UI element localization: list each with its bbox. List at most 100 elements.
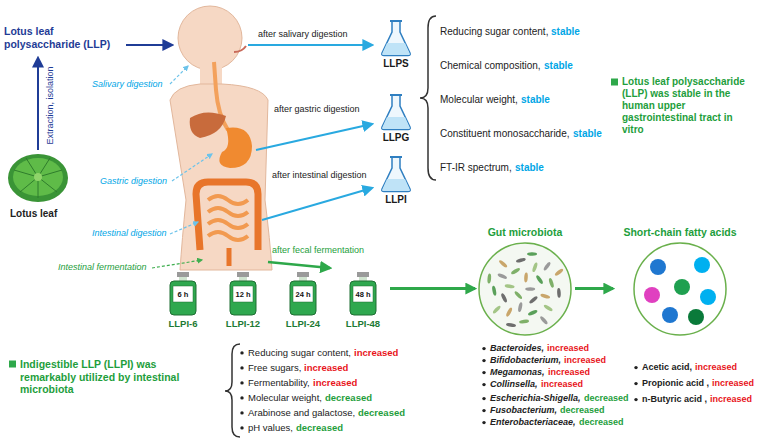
curly-bracket (225, 16, 436, 437)
status-text: increased (313, 377, 357, 388)
node-label: LLPS (383, 58, 409, 70)
bacterium-symbol (510, 267, 520, 275)
bullet-dot (482, 409, 485, 412)
label-text: Megamonas, (490, 367, 545, 378)
bottle-node: 12 hLLPI-12 (218, 272, 268, 329)
molecule-dot (688, 309, 704, 325)
node-label: LLPG (383, 132, 410, 144)
sample-arrow (262, 188, 372, 220)
bacterium-symbol (557, 287, 561, 297)
label-text: after fecal fermentation (272, 245, 364, 256)
flask-shape (390, 94, 402, 96)
bacterium-symbol (517, 302, 523, 313)
label-text: Fermentability, (248, 377, 310, 388)
label-text: Lotus leaf (10, 208, 57, 220)
flow-arrow (390, 287, 475, 290)
bacterium-symbol (519, 319, 529, 324)
bullet-dot (482, 397, 485, 400)
node-label: 12 h (235, 290, 250, 299)
molecule-dot (644, 287, 660, 303)
bacterium-symbol (498, 259, 508, 268)
human-body (227, 248, 232, 266)
bottle-shape (297, 272, 309, 277)
flask-shape (380, 20, 412, 56)
node-caption: LLPI-48 (346, 318, 380, 329)
bullet-dot (240, 351, 243, 354)
bacterium-symbol (505, 307, 513, 318)
status-text: increased (548, 367, 590, 378)
bottle-node: 6 hLLPI-6 (158, 272, 208, 329)
bottle-shape (299, 277, 307, 281)
molecule-dot (662, 307, 678, 323)
gut-shape (477, 241, 573, 337)
bacterium-symbol (506, 322, 516, 327)
bottle-shape (359, 277, 367, 281)
bottle-shape (293, 286, 313, 302)
lotus-leaf (8, 154, 68, 202)
status-text: stable (573, 128, 602, 140)
bacterium-symbol (500, 292, 508, 303)
bottle-shape (350, 281, 376, 315)
molecule-dot (700, 289, 716, 305)
node-label: 24 h (295, 290, 310, 299)
curly-bracket (420, 16, 436, 180)
flow-arrow (575, 287, 613, 290)
status-text: increased (564, 355, 606, 366)
flask-node: LLPI (376, 156, 416, 206)
label-text: Constituent monosaccharide, (440, 128, 570, 140)
label-text: after salivary digestion (258, 29, 348, 40)
flask-shape (390, 156, 402, 158)
bacterium-symbol (525, 287, 535, 291)
bacterium-symbol (492, 304, 502, 314)
bacterium-symbol (532, 262, 539, 273)
bacterium-symbol (543, 261, 552, 271)
label-text: Acetic acid, (642, 362, 692, 373)
status-text: increased (695, 362, 737, 373)
bullet-dot (240, 411, 243, 414)
intake-arrow (126, 44, 172, 46)
lotus-leaf (14, 158, 62, 198)
human-body (178, 6, 242, 70)
bacterium-symbol (543, 303, 553, 311)
flask-shape (380, 94, 412, 130)
bullet-dot (634, 366, 637, 369)
flask-shape (380, 156, 412, 192)
bullet-dot (240, 366, 243, 369)
molecule-dot (650, 259, 666, 275)
human-body (208, 196, 248, 240)
label-text: Escherichia-Shigella, (490, 393, 581, 404)
square-bullet (611, 79, 618, 86)
label-text: Chemical composition, (440, 60, 541, 72)
bottle-shape (170, 281, 196, 315)
bacterium-symbol (487, 273, 491, 283)
sample-arrow (248, 44, 372, 46)
flask-shape (390, 20, 402, 22)
status-text: decreased (560, 405, 605, 416)
bottle-shape (237, 272, 249, 277)
flask-shape (382, 117, 410, 129)
label-text: Salivary digestion (92, 79, 163, 90)
flask-shape (382, 43, 410, 55)
status-text: increased (541, 379, 583, 390)
curly-bracket (225, 344, 240, 437)
bacterium-symbol (554, 267, 564, 276)
bullet-dot (482, 383, 485, 386)
bacterium-symbol (504, 283, 514, 288)
bottle-shape (290, 281, 316, 315)
sample-arrow (256, 124, 372, 150)
bullet-dot (634, 398, 637, 401)
status-text: decreased (325, 392, 372, 403)
bottle-shape (179, 277, 187, 281)
square-bullet (9, 79, 618, 368)
bacterium-symbol (528, 295, 538, 304)
node-label: LLPI (385, 194, 407, 206)
bullet-dot (240, 426, 243, 429)
status-text: stable (521, 94, 550, 106)
node-label: Short-chain fatty acids (623, 226, 736, 239)
label-text: Indigestible LLP (LLPI) was remarkably u… (20, 358, 215, 396)
human-body (190, 112, 226, 138)
bacterium-symbol (527, 252, 537, 256)
status-text: stable (551, 26, 580, 38)
bottle-shape (353, 286, 373, 302)
status-text: decreased (296, 422, 343, 433)
